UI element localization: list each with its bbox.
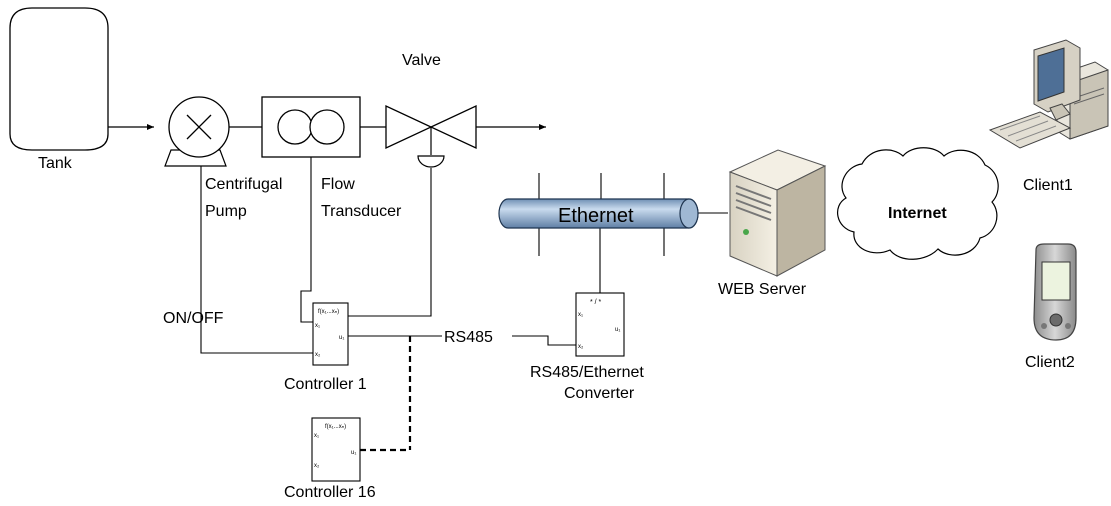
centrifugal-pump-icon bbox=[164, 96, 230, 167]
controller-1-func: f(x₁...xₙ) bbox=[318, 309, 339, 315]
ethernet-taps bbox=[538, 173, 665, 256]
server-icon bbox=[728, 149, 827, 277]
ethernet-cable-icon bbox=[498, 198, 699, 229]
rs485-label: RS485 bbox=[444, 329, 493, 346]
client2-label: Client2 bbox=[1025, 354, 1075, 371]
converter-label-line2: Converter bbox=[564, 385, 635, 402]
pda-icon bbox=[1033, 243, 1077, 341]
converter-x2: x₂ bbox=[578, 344, 584, 350]
converter-block: * / * x₁ x₂ u₁ bbox=[575, 292, 625, 357]
controller-1-u1: u₁ bbox=[339, 335, 344, 341]
controller-16-u1: u₁ bbox=[351, 450, 356, 456]
pump-label-line1: Centrifugal bbox=[205, 176, 282, 193]
controller-16-x1: x₁ bbox=[314, 433, 319, 439]
flow-label-line1: Flow bbox=[321, 176, 355, 193]
flow-transducer-icon bbox=[261, 96, 361, 158]
tank-icon bbox=[9, 7, 109, 151]
pump-label-line2: Pump bbox=[205, 203, 247, 220]
client1-label: Client1 bbox=[1023, 177, 1073, 194]
cloud-icon bbox=[837, 147, 999, 260]
on-off-label: ON/OFF bbox=[163, 310, 224, 327]
desktop-computer-icon bbox=[988, 39, 1109, 149]
controller-16-func: f(x₁...xₙ) bbox=[325, 424, 346, 430]
controller-16-x2: x₂ bbox=[314, 463, 320, 469]
valve-label: Valve bbox=[402, 52, 441, 69]
converter-symbol: * / * bbox=[590, 299, 602, 306]
controller-16-label: Controller 16 bbox=[284, 484, 376, 501]
converter-label-line1: RS485/Ethernet bbox=[530, 364, 644, 381]
signal-wires bbox=[200, 157, 578, 354]
ethernet-label: Ethernet bbox=[558, 205, 634, 227]
control-valve-icon bbox=[385, 104, 477, 168]
controller-1-x2: x₂ bbox=[315, 352, 321, 358]
controller-16-block: f(x₁...xₙ) x₁ x₂ u₁ bbox=[311, 417, 361, 482]
controller-1-x1: x₁ bbox=[315, 323, 320, 329]
converter-u1: u₁ bbox=[615, 327, 620, 333]
controller-1-block: f(x₁...xₙ) x₁ x₂ u₁ bbox=[312, 302, 349, 366]
controller-1-label: Controller 1 bbox=[284, 376, 367, 393]
internet-label: Internet bbox=[888, 205, 947, 222]
tank-label: Tank bbox=[38, 155, 73, 172]
flow-label-line2: Transducer bbox=[321, 203, 402, 220]
web-server-label: WEB Server bbox=[718, 281, 807, 298]
converter-x1: x₁ bbox=[578, 312, 583, 318]
